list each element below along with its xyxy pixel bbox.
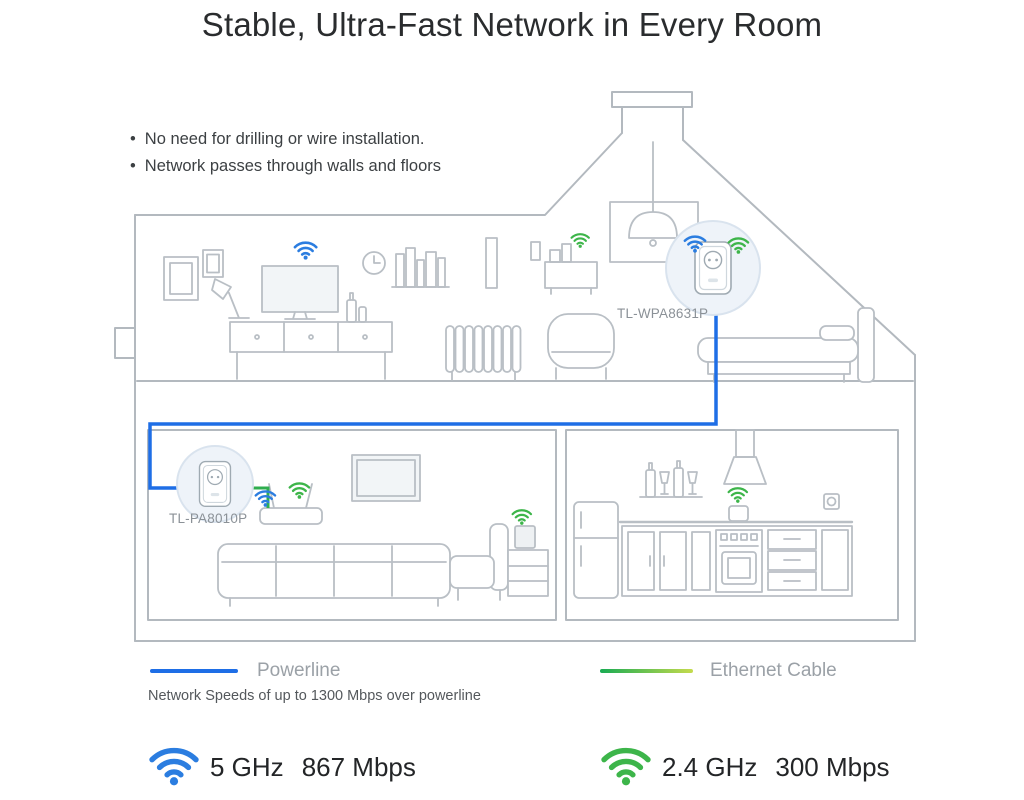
band-5ghz-label: 5 GHz	[210, 752, 284, 782]
ethernet-legend-line	[600, 669, 693, 673]
wifi-blue-router-icon	[254, 490, 277, 508]
page-title: Stable, Ultra-Fast Network in Every Room	[201, 6, 823, 43]
wifi-green-router-icon	[288, 482, 311, 500]
bullet-no-drilling: No need for drilling or wire installatio…	[130, 126, 441, 153]
ethernet-legend-label: Ethernet Cable	[710, 660, 837, 681]
powerline-note: Network Speeds of up to 1300 Mbps over p…	[148, 688, 481, 704]
extender-device	[665, 220, 761, 316]
wifi-green-attic-shelf-icon	[570, 233, 590, 249]
extender-adapter-icon	[694, 241, 732, 295]
powerline-cable	[148, 312, 718, 490]
kitchen-furniture	[573, 429, 854, 599]
extender-label: TL-WPA8631P	[617, 306, 709, 321]
band-24ghz-speed: 300 Mbps	[775, 752, 890, 782]
adapter-adapter-icon	[198, 460, 232, 508]
wifi-blue-attic-tv-icon	[293, 241, 318, 261]
wifi-5ghz-icon	[148, 745, 200, 786]
band-5ghz-speed: 867 Mbps	[301, 752, 416, 782]
feature-bullets: No need for drilling or wire installatio…	[130, 126, 441, 180]
adapter-label: TL-PA8010P	[169, 511, 248, 526]
living-room-furniture	[217, 454, 549, 607]
house-structure	[114, 91, 916, 642]
band-5ghz: 5 GHz 867 Mbps	[210, 752, 416, 783]
adapter-device	[176, 445, 254, 523]
attic-furniture	[163, 141, 875, 383]
bullet-through-walls: Network passes through walls and floors	[130, 153, 441, 180]
band-24ghz-label: 2.4 GHz	[662, 752, 758, 782]
wifi-green-printer-icon	[511, 509, 533, 526]
band-24ghz: 2.4 GHz 300 Mbps	[662, 752, 890, 783]
wifi-24ghz-icon	[600, 745, 652, 786]
powerline-legend-label: Powerline	[257, 660, 341, 681]
powerline-legend-line	[150, 669, 238, 673]
wifi-green-kitchen-icon	[727, 487, 749, 504]
